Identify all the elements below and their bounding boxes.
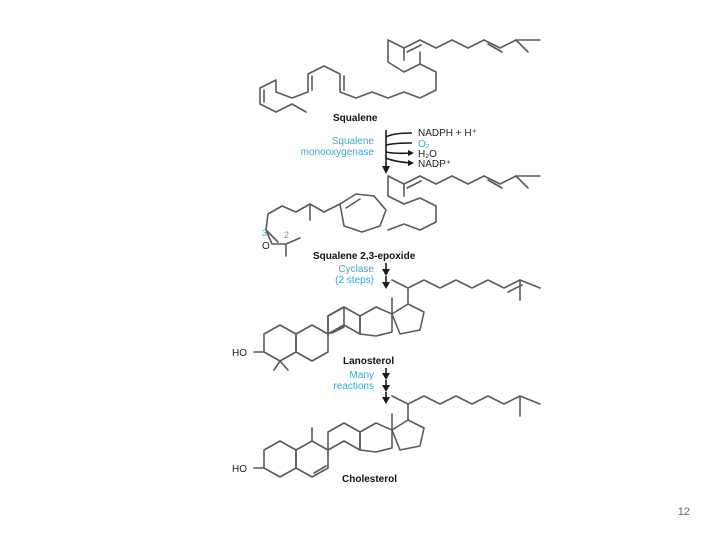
cholesterol-ring-b [295,440,329,478]
lanosterol-ho-label: HO [232,348,247,359]
lanosterol-structure [253,279,541,371]
epoxide-double-3 [345,198,361,209]
lanosterol-double [331,326,345,334]
squalene-label: Squalene [333,113,378,124]
squalene-chain-mid [259,65,373,113]
squalene-structure [259,39,541,113]
h2o-label: H₂O [418,149,437,160]
cholesterol-side-chain [391,395,541,421]
cholesterol-ring-c [327,422,361,451]
squalene-chain-upper [387,39,541,49]
lanosterol-ring-a [263,324,297,362]
step1-arrow [382,130,414,174]
o2-label: O₂ [418,139,430,150]
cholesterol-structure [253,395,541,478]
lanosterol-ring-b [295,324,329,362]
nadph-label: NADPH + H⁺ [418,128,477,139]
lanosterol-methyl-1 [273,360,281,371]
cholesterol-double [313,465,327,474]
epoxide-structure [265,175,541,257]
many-reactions-label-2: reactions [333,381,374,392]
lanosterol-side-double [507,284,523,293]
lanosterol-ring-e [391,303,425,335]
cyclase-label-1: Cyclase [338,264,374,275]
epoxide-double-1 [406,180,422,189]
cholesterol-ring-a [263,440,297,478]
epoxide-c2-label: 2 [284,230,289,240]
page-number: 12 [677,506,690,518]
epoxide-methyl-1 [515,175,529,189]
epoxide-chain-left [265,203,341,245]
lanosterol-methyl-2 [279,360,289,371]
epoxide-label: Squalene 2,3-epoxide [313,251,416,262]
monooxygenase-label-2: monooxygenase [301,147,375,158]
epoxide-ring [339,193,387,233]
lanosterol-side-chain [391,279,541,305]
epoxide-bond-o [265,229,279,243]
squalene-methyl-2 [515,39,529,53]
many-reactions-label-1: Many [350,370,374,381]
squalene-double-2 [487,43,503,53]
lanosterol-ring-d [359,306,393,337]
step2-arrows [382,263,390,289]
monooxygenase-label-1: Squalene [332,136,375,147]
lanosterol-label: Lanosterol [343,356,394,367]
epoxide-double-2 [487,179,503,189]
nadp-label: NADP⁺ [418,159,451,170]
squalene-double-1 [406,44,422,53]
cholesterol-label: Cholesterol [342,474,397,485]
cholesterol-ring-e [391,419,425,451]
step3-arrows [382,368,390,404]
epoxide-o-label: O [262,241,270,252]
epoxide-c3-label: 3 [262,228,267,238]
epoxide-chain-right [387,175,437,231]
squalene-chain-right [371,39,437,99]
epoxide-chain-upper [387,175,541,185]
lanosterol-ring-c2 [327,306,345,335]
cyclase-label-2: (2 steps) [335,275,374,286]
cholesterol-ho-label: HO [232,464,247,475]
cholesterol-ring-d [359,422,393,453]
